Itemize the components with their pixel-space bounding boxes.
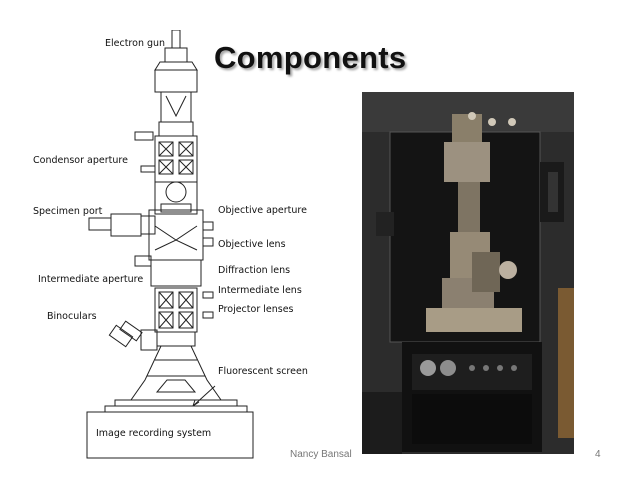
label-intermediate-lens: Intermediate lens	[218, 285, 302, 296]
microscope-photo	[362, 92, 574, 454]
label-electron-gun: Electron gun	[105, 38, 166, 49]
label-fluorescent-screen: Fluorescent screen	[218, 366, 308, 377]
label-image-recording-system: Image recording system	[96, 428, 212, 439]
label-intermediate-aperture: Intermediate aperture	[38, 274, 144, 285]
label-binoculars: Binoculars	[47, 311, 97, 322]
footer-author: Nancy Bansal	[290, 449, 352, 460]
label-condensor-aperture: Condensor aperture	[33, 155, 128, 166]
slide-title: Components	[214, 40, 407, 75]
label-objective-lens: Objective lens	[218, 239, 286, 250]
label-objective-aperture: Objective aperture	[218, 205, 307, 216]
label-diffraction-lens: Diffraction lens	[218, 265, 291, 276]
label-specimen-port: Specimen port	[33, 206, 103, 217]
page-number: 4	[595, 449, 601, 460]
label-projector-lenses: Projector lenses	[218, 304, 294, 315]
microscope-schematic	[86, 30, 254, 459]
